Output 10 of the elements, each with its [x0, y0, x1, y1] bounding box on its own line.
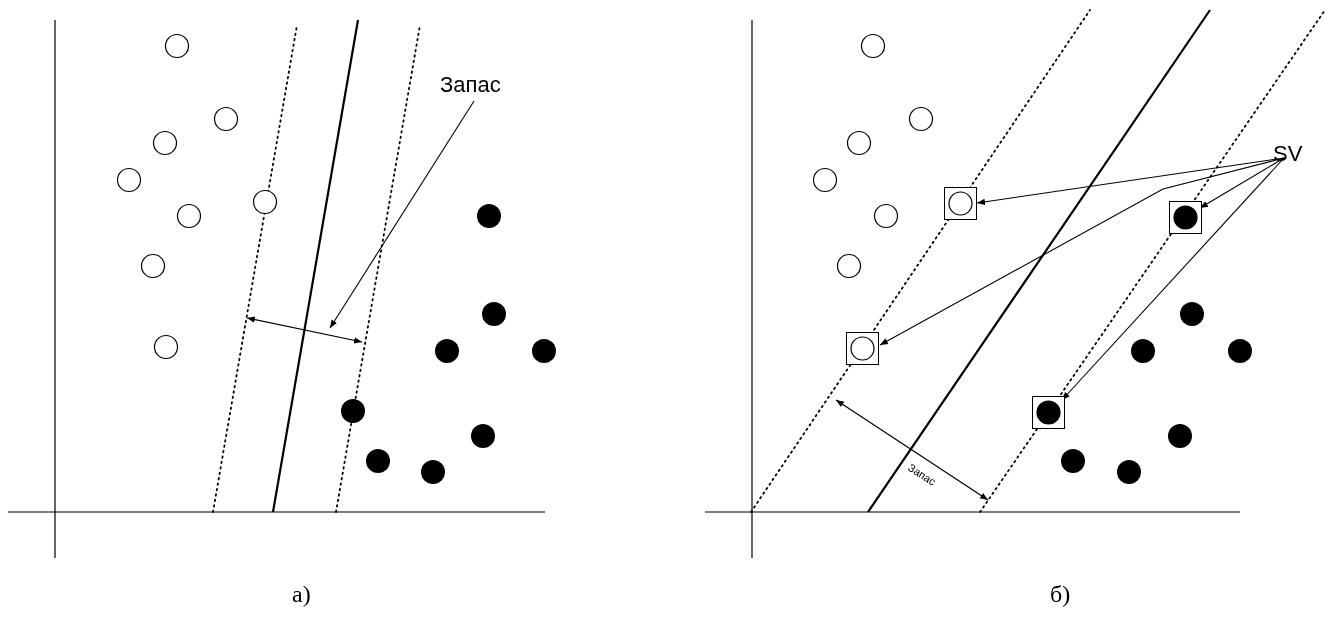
boxed-support-vector [944, 187, 977, 220]
arrow [879, 157, 1285, 346]
leader-line [329, 100, 475, 329]
panel-label: б) [1050, 582, 1071, 606]
boxed-support-vector [1169, 201, 1202, 234]
margin-label: Запас [440, 74, 501, 96]
boxed-support-vector [1032, 396, 1065, 429]
boxed-support-vector [846, 332, 879, 365]
support-vector-label: SV [1273, 143, 1303, 165]
panel-label: а) [292, 582, 311, 606]
